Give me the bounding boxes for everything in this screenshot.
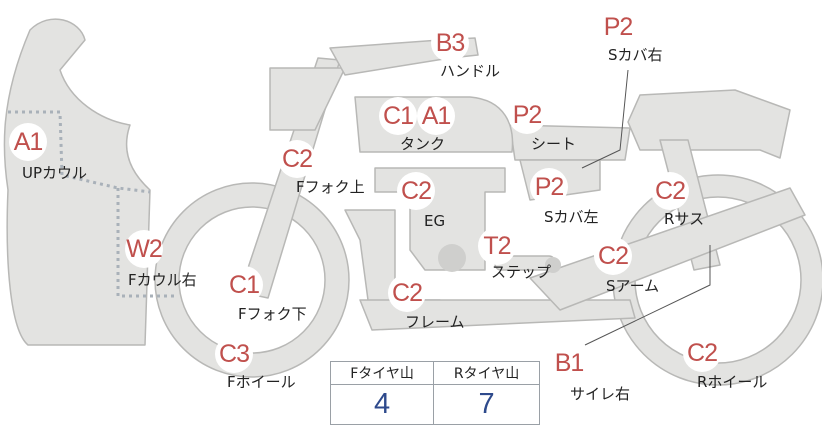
label-rsus: Rサス [664,210,705,228]
step-peg [545,257,561,273]
badge-c2-frame: C2 [388,274,426,312]
upper-cowl-shape [3,18,151,346]
badge-c1-tank: C1 [379,97,417,135]
badge-c2-swingarm: C2 [594,237,632,275]
label-engine: EG [424,212,446,230]
badge-c2-ffork-upper: C2 [278,140,316,178]
tire-table-value-row: 4 7 [329,384,540,425]
label-ffork-lower: Fフォク下 [238,305,307,323]
engine-cover [438,244,466,272]
badge-a1-upcowl: A1 [9,123,47,161]
upcowl-dotted-line [8,110,151,194]
seat-shape [509,124,631,161]
badge-t2-step: T2 [478,227,516,265]
tail-fender-shape [627,89,791,159]
badge-p2-scover-left: P2 [530,168,568,206]
label-scover-right: Sカバ右 [608,46,663,64]
fcowl-dotted-line [116,188,175,298]
label-ffork-upper: Fフォク上 [296,178,365,196]
label-fwheel: Fホイール [227,373,296,391]
label-seat: シート [531,135,577,153]
front-tire-value: 4 [329,384,435,425]
tire-table-header-row: Fタイヤ山 Rタイヤ山 [329,361,540,385]
scover-right-leader [581,69,629,169]
label-rwheel: Rホイール [697,373,768,391]
rear-tire-header: Rタイヤ山 [433,361,540,385]
front-wheel-shape [155,183,349,377]
label-handle: ハンドル [440,62,501,80]
badge-p2-scover-right: P2 [599,8,637,46]
label-silencer: サイレ右 [570,385,631,403]
label-frame: フレーム [405,313,465,331]
label-scover-left: Sカバ左 [544,208,599,226]
label-upcowl: UPカウル [22,164,88,182]
badge-c3-fwheel: C3 [215,335,253,373]
front-wheel-outline [154,182,350,378]
badge-c1-ffork-lower: C1 [225,266,263,304]
label-step: ステップ [491,263,552,281]
label-swingarm: Sアーム [606,277,660,295]
badge-c2-engine: C2 [397,172,435,210]
badge-a1-tank: A1 [417,97,455,135]
badge-p2-seat: P2 [508,96,546,134]
badge-c2-rsus: C2 [651,172,689,210]
badge-c2-rwheel: C2 [683,334,721,372]
badge-b1-silencer: B1 [550,344,588,382]
rear-tire-value: 7 [433,384,540,425]
front-fork-upper [269,67,346,131]
tire-tread-table: Fタイヤ山 Rタイヤ山 4 7 [329,361,540,425]
badge-w2-fcowl-right: W2 [125,230,163,268]
swingarm-shape [529,187,806,311]
silencer-leader [584,245,711,346]
badge-b3-handle: B3 [431,24,469,62]
label-tank: タンク [400,135,446,153]
label-fcowl-right: Fカウル右 [128,271,197,289]
front-tire-header: Fタイヤ山 [329,361,435,385]
